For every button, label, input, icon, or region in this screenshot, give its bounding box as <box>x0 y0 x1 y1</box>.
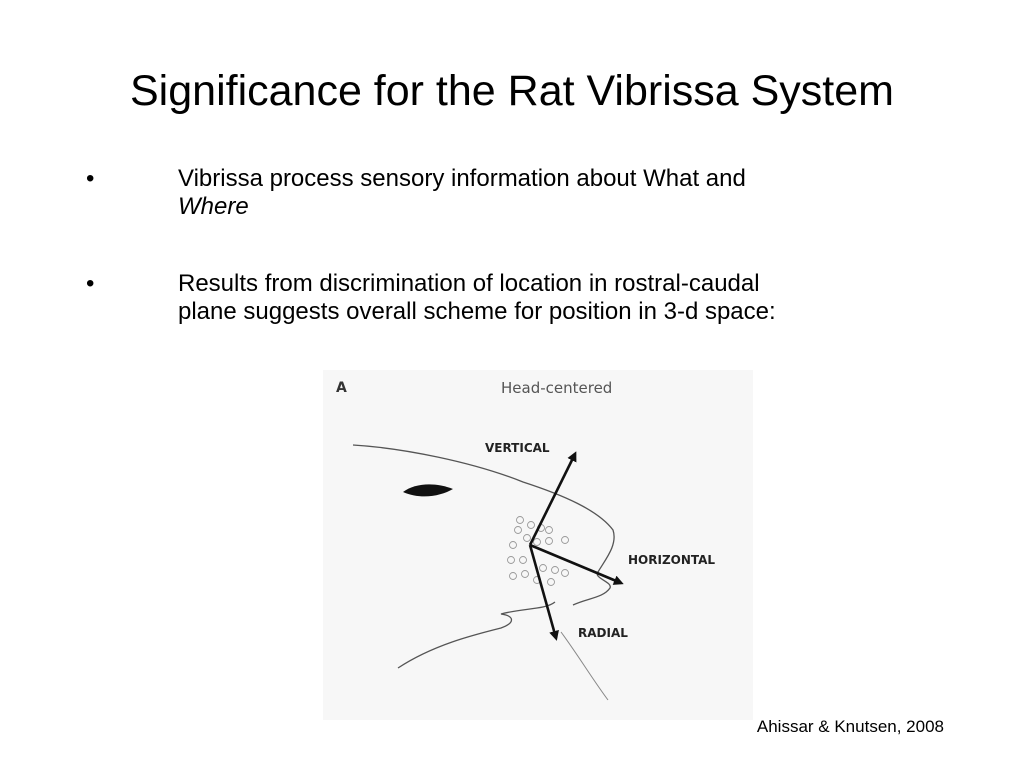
vertical-axis-label: VERTICAL <box>485 441 550 455</box>
horizontal-axis-arrow <box>529 543 624 585</box>
bullet-list: • Vibrissa process sensory information a… <box>0 165 1024 325</box>
radial-axis-label: RADIAL <box>578 626 628 640</box>
bullet-line: Results from discrimination of location … <box>178 270 760 297</box>
bullet-text: Results from discrimination of location … <box>178 270 898 326</box>
bullet-line: plane suggests overall scheme for positi… <box>178 298 776 325</box>
bullet-marker: • <box>86 270 95 297</box>
rat-head-outline <box>352 444 615 606</box>
bullet-item: • Vibrissa process sensory information a… <box>0 165 1024 270</box>
bullet-marker: • <box>86 165 95 192</box>
whisker-pad <box>507 516 569 586</box>
horizontal-axis-label: HORIZONTAL <box>628 553 715 567</box>
vertical-axis-arrow <box>528 451 577 546</box>
rat-eye-icon <box>403 484 453 497</box>
head-centered-diagram: A Head-centered <box>323 370 753 720</box>
citation: Ahissar & Knutsen, 2008 <box>756 717 944 736</box>
rat-chin-outline <box>397 601 556 669</box>
rat-throat-outline <box>560 631 609 701</box>
panel-letter: A <box>336 380 347 396</box>
radial-axis-arrow <box>528 544 559 641</box>
bullet-line: Vibrissa process sensory information abo… <box>178 165 746 192</box>
slide-title: Significance for the Rat Vibrissa System <box>130 67 894 115</box>
panel-title: Head-centered <box>501 379 612 397</box>
bullet-text: Vibrissa process sensory information abo… <box>178 165 898 221</box>
bullet-line-emphasis: Where <box>178 193 249 220</box>
